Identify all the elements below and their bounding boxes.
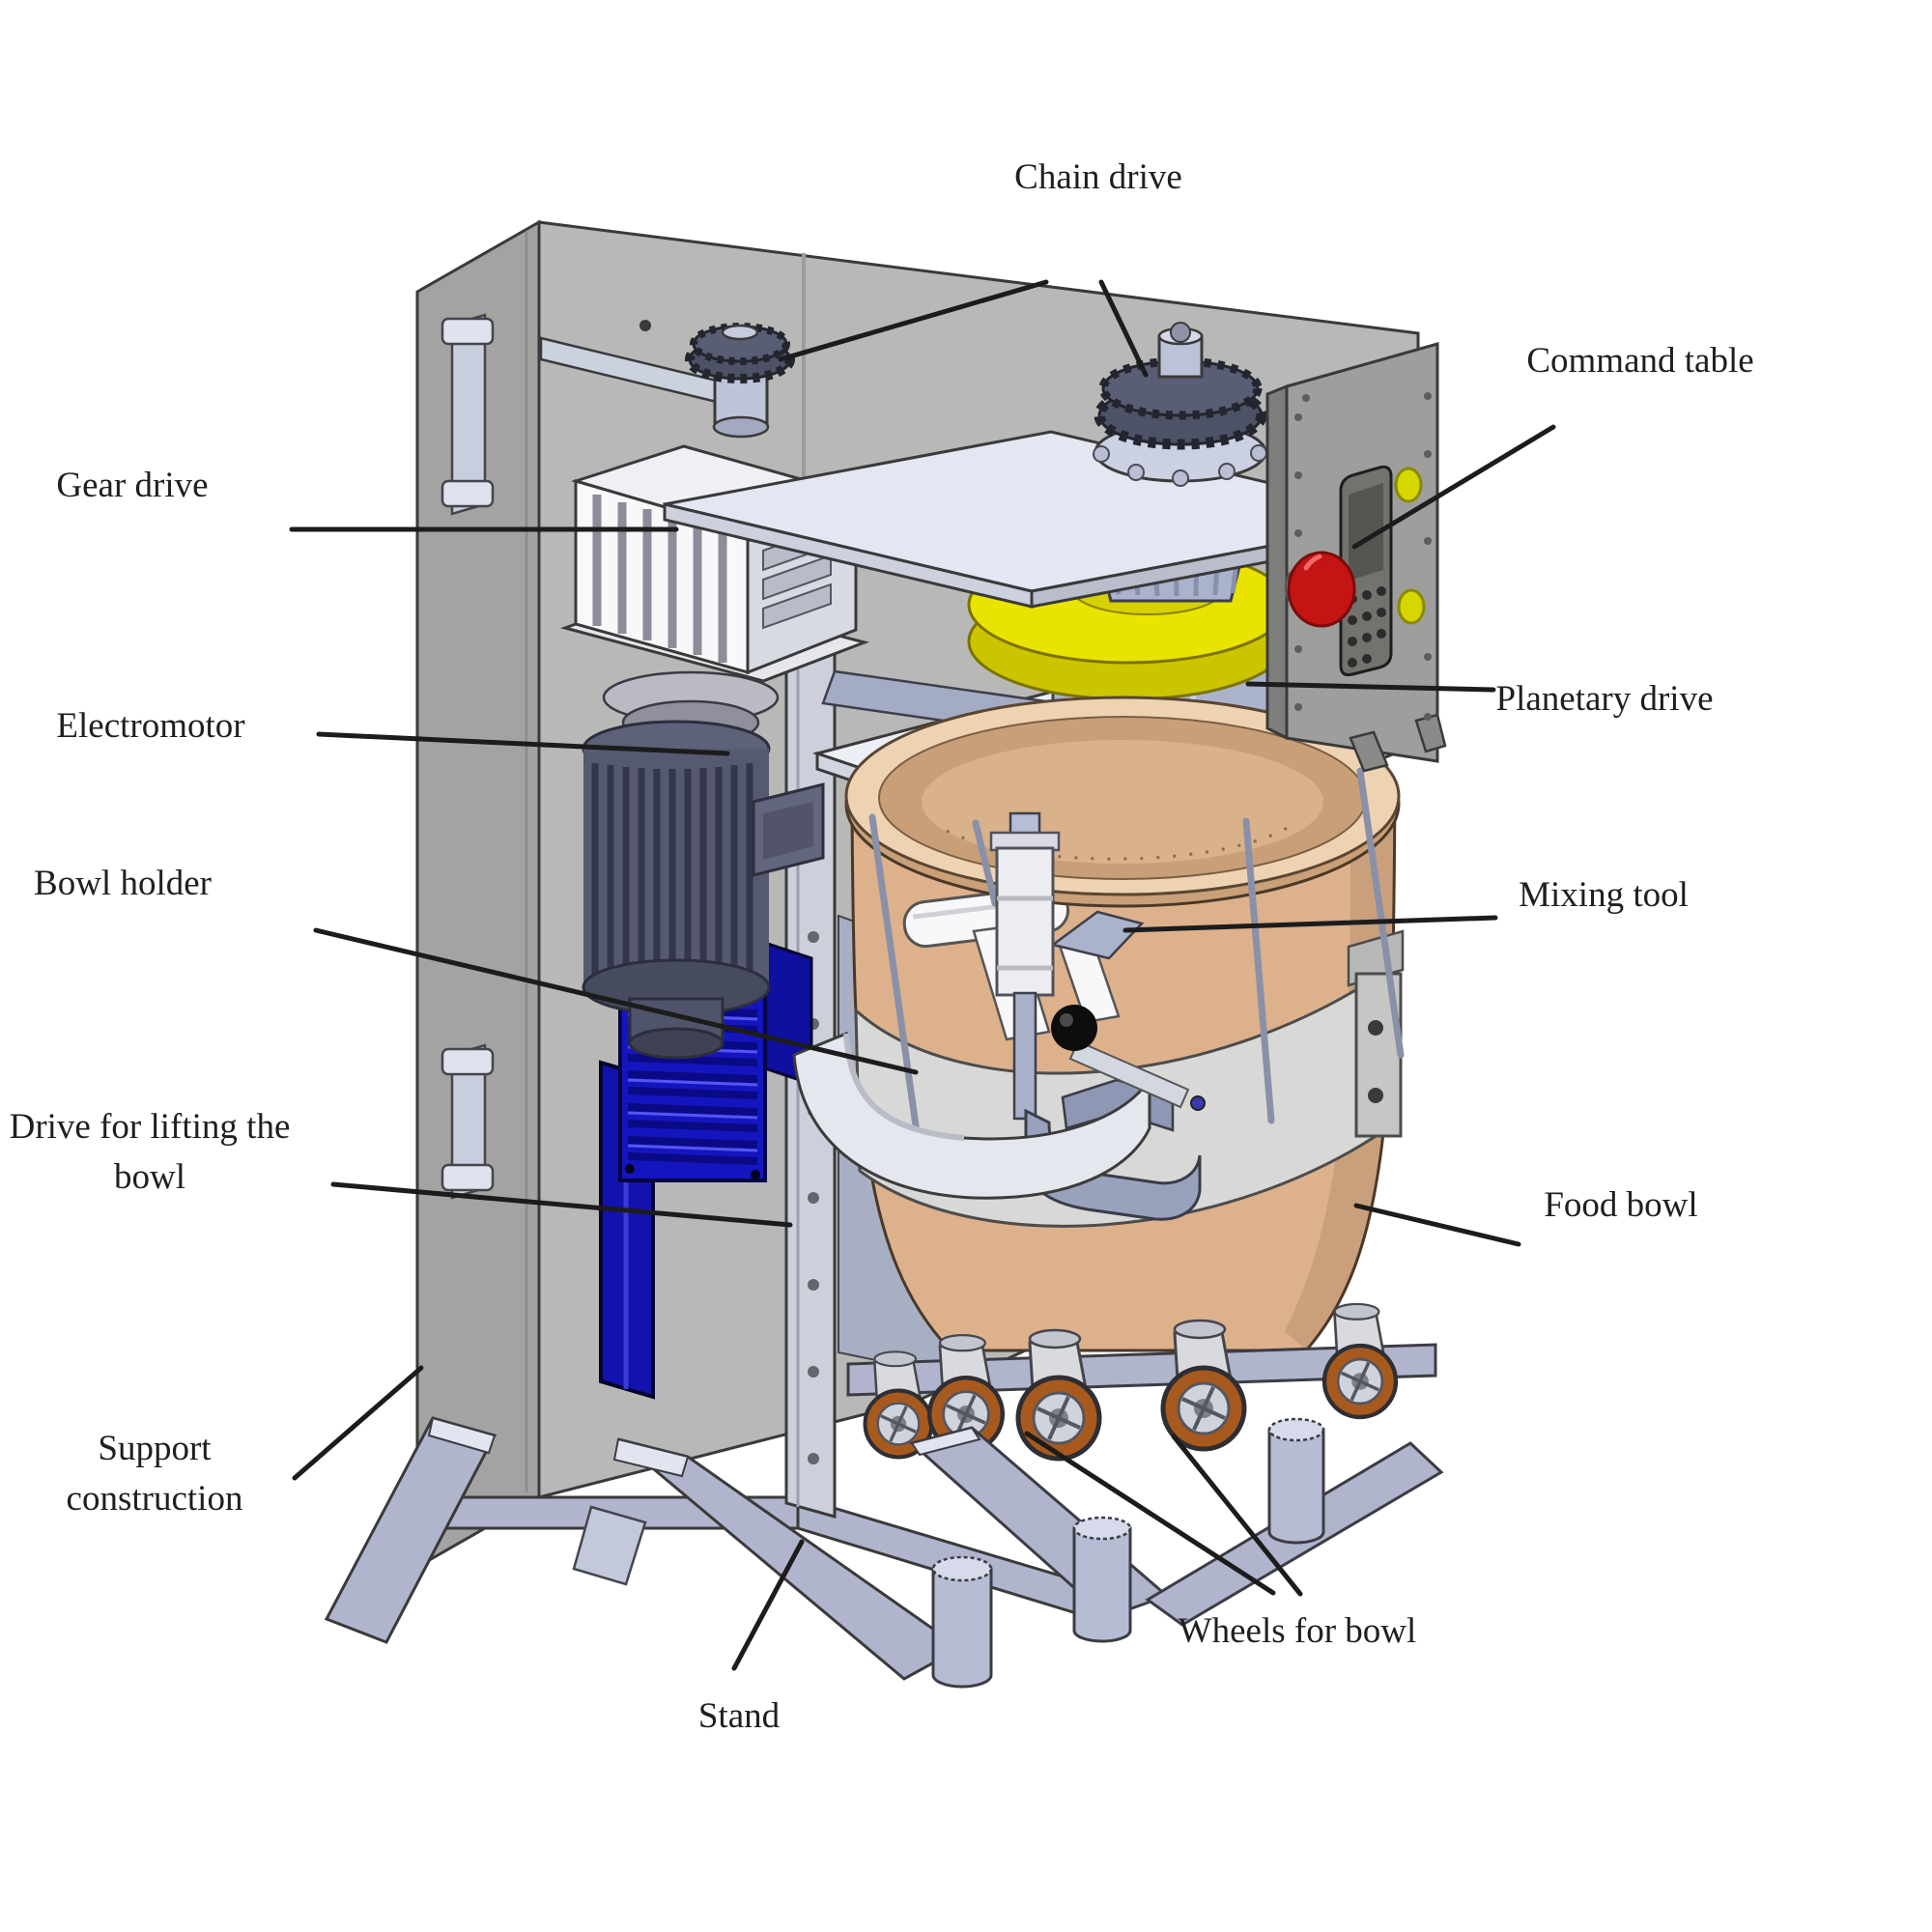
label-mixing-tool: Mixing tool [1519, 875, 1689, 916]
label-bowl-holder: Bowl holder [34, 864, 212, 904]
label-wheels-for-bowl: Wheels for bowl [1178, 1611, 1417, 1652]
label-drive-for-lifting-the-bowl: Drive for lifting the bowl [9, 1107, 291, 1197]
label-planetary-drive: Planetary drive [1495, 679, 1714, 720]
leader-drive-lifting [330, 1181, 793, 1228]
bowl-holder [792, 1005, 1206, 1200]
caster-wheel [1321, 1302, 1399, 1420]
label-food-bowl: Food bowl [1544, 1185, 1698, 1226]
emergency-stop-button[interactable] [1287, 551, 1356, 628]
label-gear-drive: Gear drive [56, 466, 209, 506]
leader-electromotor [316, 731, 730, 756]
bowl-trolley-front [908, 1417, 1444, 1643]
leader-chain-drive-right [1098, 279, 1149, 378]
leader-mixing-tool [1122, 915, 1498, 933]
yellow-button-top[interactable] [1394, 467, 1423, 503]
caster-wheel [1160, 1319, 1247, 1452]
caster-wheel [863, 1350, 934, 1460]
leader-stand [731, 1539, 805, 1671]
food-bowl [844, 696, 1405, 1352]
mixing-tool [868, 767, 1405, 1221]
command-table [1265, 342, 1447, 773]
leader-support-construction [292, 1365, 424, 1481]
bowl-trolley [846, 1343, 1437, 1397]
yellow-button-bottom[interactable] [1397, 588, 1426, 625]
stand [324, 1416, 1097, 1689]
leader-command-table [1351, 424, 1556, 550]
leader-lines [289, 279, 1556, 1671]
leader-wheels-1 [1024, 1431, 1276, 1596]
chain-drive-left-sprocket [539, 323, 795, 439]
leader-food-bowl [1353, 1203, 1521, 1247]
label-electromotor: Electromotor [56, 706, 245, 747]
label-command-table: Command table [1526, 341, 1754, 382]
command-keypad[interactable] [1348, 586, 1386, 668]
label-stand: Stand [697, 1696, 781, 1737]
leader-chain-drive-left [778, 279, 1049, 362]
label-support-construction: Support construction [66, 1429, 243, 1519]
label-chain-drive: Chain drive [1014, 157, 1182, 198]
leader-bowl-holder [313, 927, 919, 1075]
leader-wheels-2 [1171, 1434, 1303, 1597]
chain-drive-top-plate [663, 322, 1420, 609]
electromotor [582, 720, 825, 1060]
leader-planetary-drive [1245, 681, 1496, 693]
